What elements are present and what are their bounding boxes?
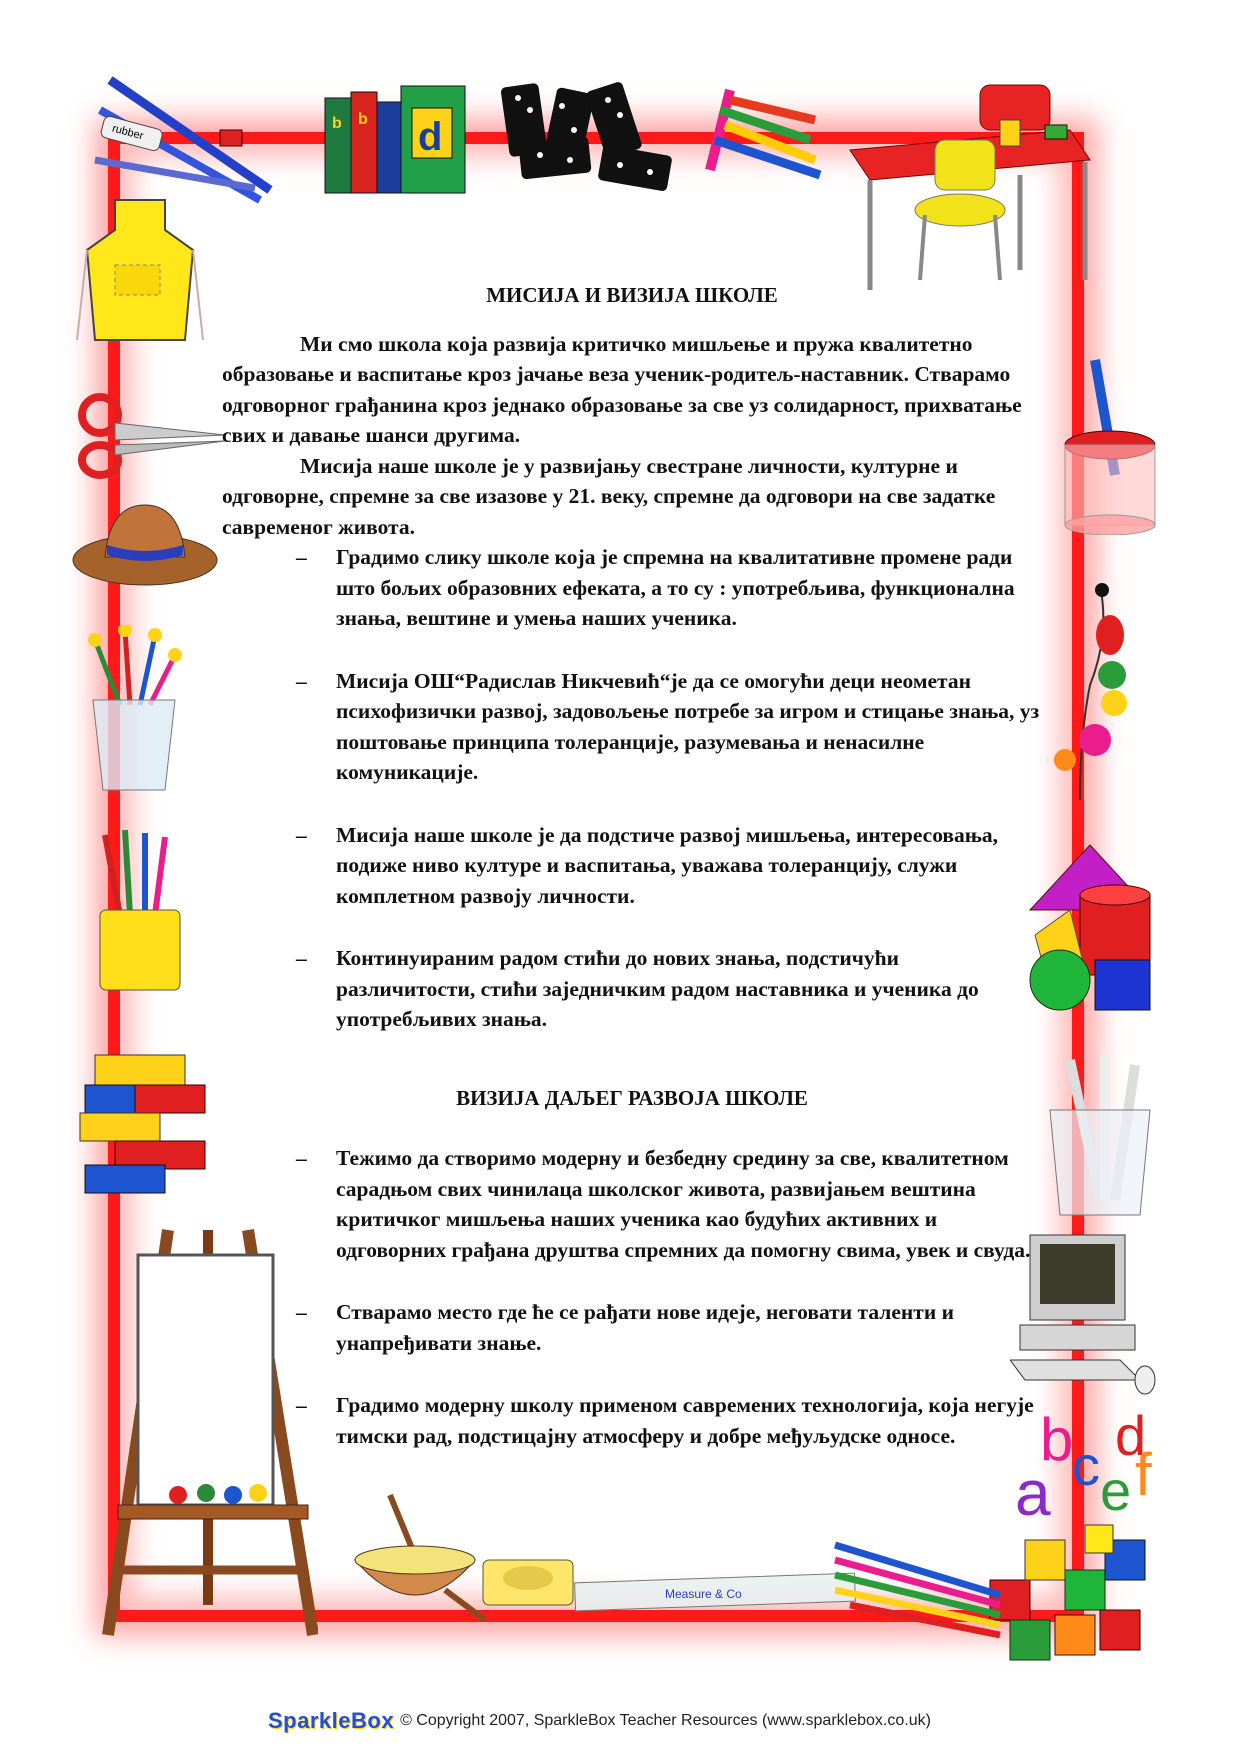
- document-body: МИСИЈА И ВИЗИЈА ШКОЛЕ Ми смо школа која …: [222, 280, 1042, 1483]
- apron-illustration: [76, 199, 204, 341]
- list-item: – Тежимо да створимо модерну и безбедну с…: [222, 1143, 1042, 1265]
- list-item-text: Градимо модерну школу применом савремени…: [336, 1393, 1034, 1448]
- crayons-illustration: [705, 88, 822, 180]
- dominoes-illustration: [500, 82, 672, 192]
- list-item-text: Мисија наше школе је да подстиче развој …: [336, 822, 999, 908]
- alpha-letter-b: b: [1040, 1406, 1073, 1473]
- book-letter-2: b: [358, 111, 368, 128]
- alpha-letter-c: c: [1072, 1434, 1100, 1497]
- ruler-label: Measure & Co: [665, 1587, 742, 1601]
- sparklebox-logo: SparkleBox: [268, 1708, 395, 1733]
- dash-marker: –: [296, 1393, 307, 1417]
- hat-illustration: [72, 504, 218, 586]
- list-item-text: Градимо слику школе која је спремна на к…: [336, 545, 1015, 630]
- dash-marker: –: [296, 946, 307, 970]
- intro-paragraph-1: Ми смо школа која развија критичко мишље…: [222, 331, 1022, 448]
- brushes-cup-illustration: [88, 625, 182, 791]
- list-item-text: Мисија ОШ“Радислав Никчевић“је да се омо…: [336, 668, 1040, 785]
- vision-subtitle: ВИЗИЈА ДАЉЕГ РАЗВОЈА ШКОЛЕ: [456, 1085, 808, 1110]
- list-item: – Градимо модерну школу применом савремен…: [222, 1390, 1042, 1451]
- list-item-text: Тежимо да створимо модерну и безбедну ср…: [336, 1146, 1031, 1262]
- intro-paragraph-2: Мисија наше школе је у развијању свестра…: [222, 453, 996, 539]
- alpha-letter-a: a: [1015, 1457, 1051, 1529]
- building-blocks-illustration: [79, 1054, 206, 1194]
- toy-cubes-illustration: [989, 1524, 1146, 1661]
- list-item: – Стварамо место где ће се рађати нове ид…: [222, 1297, 1042, 1358]
- alpha-letter-f: f: [1135, 1441, 1152, 1508]
- list-item-text: Стварамо место где ће се рађати нове иде…: [336, 1300, 954, 1355]
- colored-pencils-bundle-illustration: [833, 1541, 1002, 1639]
- dash-marker: –: [296, 1146, 307, 1170]
- scissors-illustration: [78, 393, 225, 479]
- books-illustration: b b d: [324, 85, 466, 194]
- computer-illustration: [1010, 1234, 1156, 1395]
- easel-illustration: [102, 1229, 318, 1636]
- list-item: – Мисија наше школе је да подстиче развој…: [222, 820, 1042, 912]
- list-item-text: Континуираним радом стићи до нових знања…: [336, 946, 979, 1031]
- bead-string-illustration: [1054, 583, 1127, 801]
- pencils-and-eraser-illustration: rubber: [94, 76, 273, 204]
- book-letter-1: b: [332, 115, 342, 132]
- dash-marker: –: [296, 668, 307, 693]
- dash-marker: –: [296, 1300, 307, 1324]
- copyright-text: © Copyright 2007, SparkleBox Teacher Res…: [400, 1712, 931, 1729]
- geometric-shapes-illustration: [1028, 844, 1152, 1011]
- dash-marker: –: [296, 545, 307, 569]
- alphabet-letters-illustration: b c d a e f: [1015, 1404, 1152, 1529]
- list-item: – Градимо слику школе која је спремна на …: [222, 542, 1042, 634]
- desk-and-chair-illustration: [849, 84, 1091, 290]
- dash-marker: –: [296, 822, 307, 847]
- paint-pot-illustration: [1064, 359, 1156, 535]
- mixing-bowl-illustration: [353, 1493, 485, 1623]
- alpha-letter-e: e: [1100, 1459, 1131, 1522]
- alpha-letter-d: d: [1115, 1404, 1146, 1467]
- page-footer: SparkleBox © Copyright 2007, SparkleBox …: [268, 1708, 931, 1734]
- margarine-tub-illustration: [482, 1559, 574, 1606]
- list-item: – Мисија ОШ“Радислав Никчевић“је да се ом…: [222, 666, 1042, 788]
- book-letter-3: d: [418, 115, 442, 159]
- glass-cup-illustration: [1049, 1055, 1151, 1216]
- document-title: МИСИЈА И ВИЗИЈА ШКОЛЕ: [486, 283, 778, 307]
- mission-list: – Градимо слику школе која је спремна на …: [222, 542, 1042, 1035]
- list-item: – Континуираним радом стићи до нових знањ…: [222, 943, 1042, 1035]
- rulers-illustration: Measure & Co: [574, 1572, 856, 1612]
- vision-list: – Тежимо да створимо модерну и безбедну с…: [222, 1143, 1042, 1451]
- pencil-cup-illustration: [99, 829, 181, 991]
